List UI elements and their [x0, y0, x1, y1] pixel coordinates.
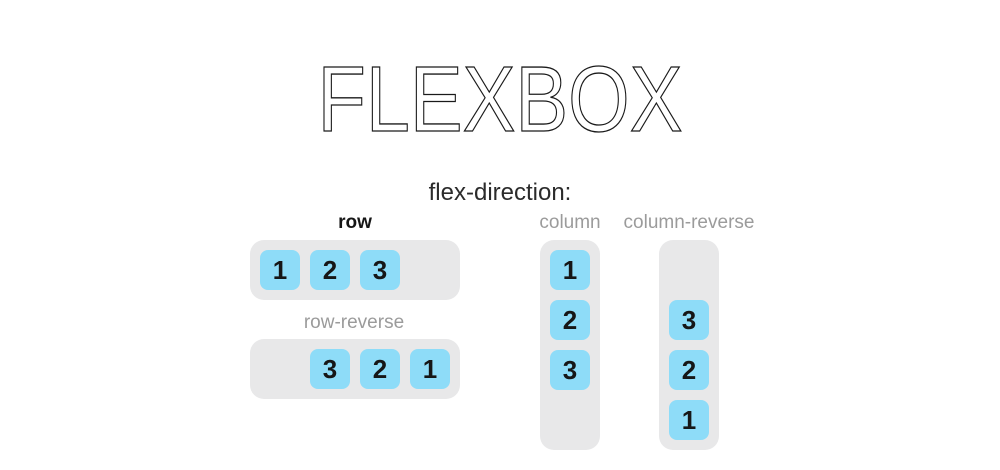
flex-item: 1 — [669, 400, 709, 440]
title-art: FLEXBOX — [317, 46, 683, 151]
demo-label-row: row — [338, 212, 372, 233]
flex-item: 2 — [669, 350, 709, 390]
flex-item: 2 — [360, 349, 400, 389]
flex-item: 2 — [310, 250, 350, 290]
flex-item: 1 — [260, 250, 300, 290]
flex-item: 2 — [550, 300, 590, 340]
demo-label-column-reverse: column-reverse — [623, 212, 755, 233]
flex-direction-heading: flex-direction: — [428, 179, 572, 206]
demo-label-row-reverse: row-reverse — [303, 312, 405, 333]
flex-container-column: 1 2 3 — [540, 240, 600, 450]
demo-label-column: column — [539, 212, 601, 233]
flex-item: 1 — [410, 349, 450, 389]
flex-container-column-reverse: 1 2 3 — [659, 240, 719, 450]
flex-item: 3 — [550, 350, 590, 390]
flex-item: 1 — [550, 250, 590, 290]
flex-item: 3 — [360, 250, 400, 290]
flex-item: 3 — [669, 300, 709, 340]
page-title: FLEXBOX — [318, 47, 683, 151]
flex-item: 3 — [310, 349, 350, 389]
